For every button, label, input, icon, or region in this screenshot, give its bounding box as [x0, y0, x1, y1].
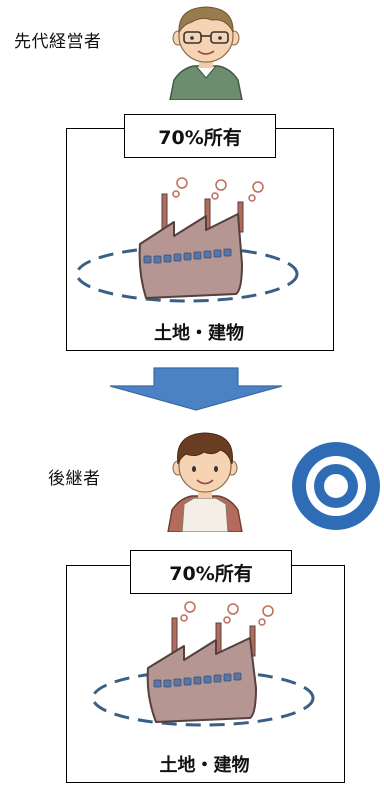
down-arrow-icon — [109, 367, 283, 411]
asset-label-before: 土地・建物 — [154, 323, 244, 344]
factory-icon — [75, 177, 299, 303]
ownership-box-after: 70%所有 — [130, 550, 292, 594]
asset-label-after: 土地・建物 — [159, 755, 250, 776]
successor-avatar-icon — [167, 432, 243, 532]
double-circle-icon — [292, 442, 380, 530]
successor-label: 後継者 — [48, 469, 101, 489]
predecessor-avatar-icon — [169, 6, 243, 100]
ownership-box-before: 70%所有 — [124, 114, 276, 158]
factory-icon — [91, 601, 315, 727]
predecessor-label: 先代経営者 — [14, 32, 102, 52]
